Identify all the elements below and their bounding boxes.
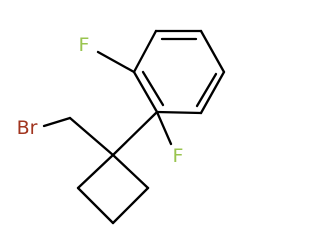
ring-bond-5 [132, 70, 159, 114]
ring-double-bond-left [141, 70, 165, 107]
atom-label-fluorine-bottom: F [173, 145, 184, 167]
cyclobutane-bond-4 [76, 153, 115, 190]
cyclobutane-bond-1 [111, 153, 150, 190]
bond-ring-to-f-top [96, 50, 136, 74]
ring-bond-2 [199, 29, 226, 74]
ring-bond-3 [199, 70, 226, 115]
bond-ch2-to-br [42, 116, 72, 128]
benzene-ring [132, 29, 226, 115]
cyclobutane-bond-3 [76, 186, 115, 225]
ring-double-bond-right [195, 72, 218, 108]
molecule-structure: F F Br [17, 29, 226, 225]
cyclobutane-bond-2 [111, 186, 150, 225]
atom-label-bromine: Br [17, 117, 38, 139]
bond-quaternary-to-ch2 [68, 116, 115, 157]
atom-label-fluorine-top: F [79, 34, 90, 56]
ring-bond-4 [155, 110, 203, 115]
bond-ring-to-f-bottom [155, 110, 173, 146]
ring-bond-6 [132, 29, 158, 74]
bond-ring-to-cyclobutane [111, 110, 159, 157]
cyclobutane-ring [76, 153, 150, 225]
